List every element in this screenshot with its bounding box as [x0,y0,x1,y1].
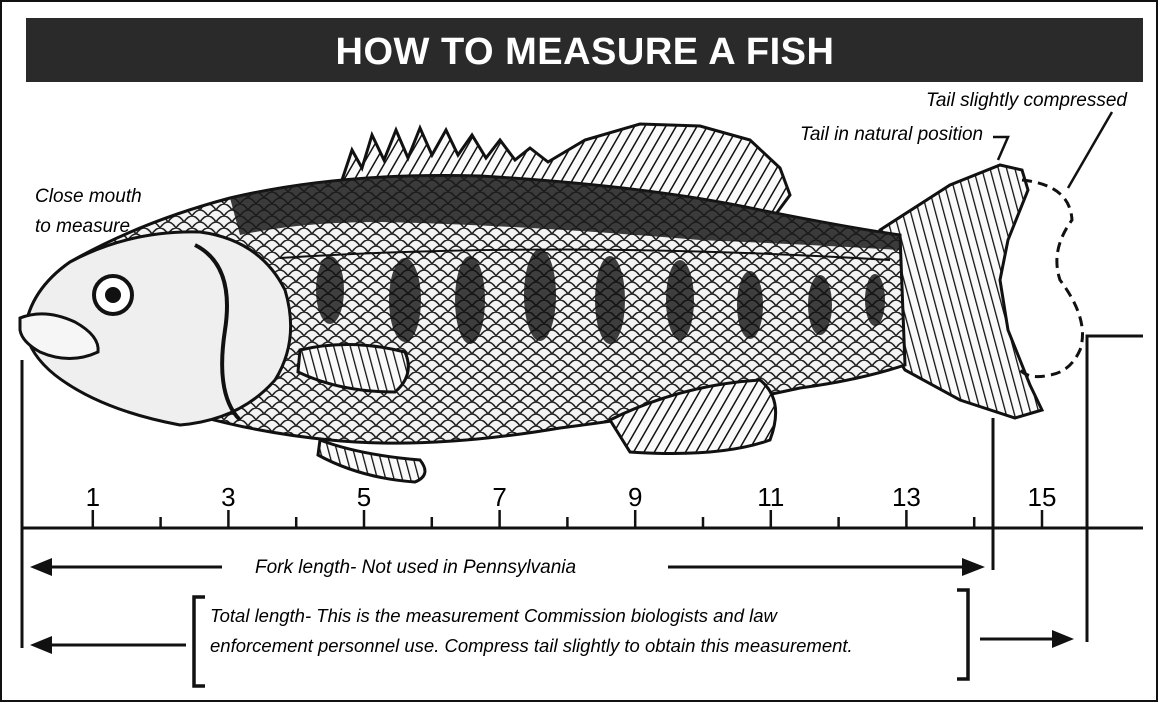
ruler-label: 1 [86,482,100,512]
fork-length-label: Fork length- Not used in Pennsylvania [255,557,576,578]
ruler-label: 13 [892,482,921,512]
tail-compressed-label: Tail slightly compressed [926,90,1128,111]
tail-natural-label: Tail in natural position [800,124,983,145]
ruler-label: 15 [1028,482,1057,512]
page-title: HOW TO MEASURE A FISH [336,31,835,73]
total-length-line2: enforcement personnel use. Compress tail… [210,635,853,656]
ruler-label: 5 [357,482,371,512]
ruler-label: 11 [757,482,784,512]
ruler-label: 3 [221,482,235,512]
ruler-label: 7 [492,482,506,512]
close-mouth-label-line2: to measure [35,216,130,237]
close-mouth-label-line1: Close mouth [35,186,142,207]
fish-pupil [105,287,121,303]
total-length-line1: Total length- This is the measurement Co… [210,605,779,626]
ruler-label: 9 [628,482,642,512]
